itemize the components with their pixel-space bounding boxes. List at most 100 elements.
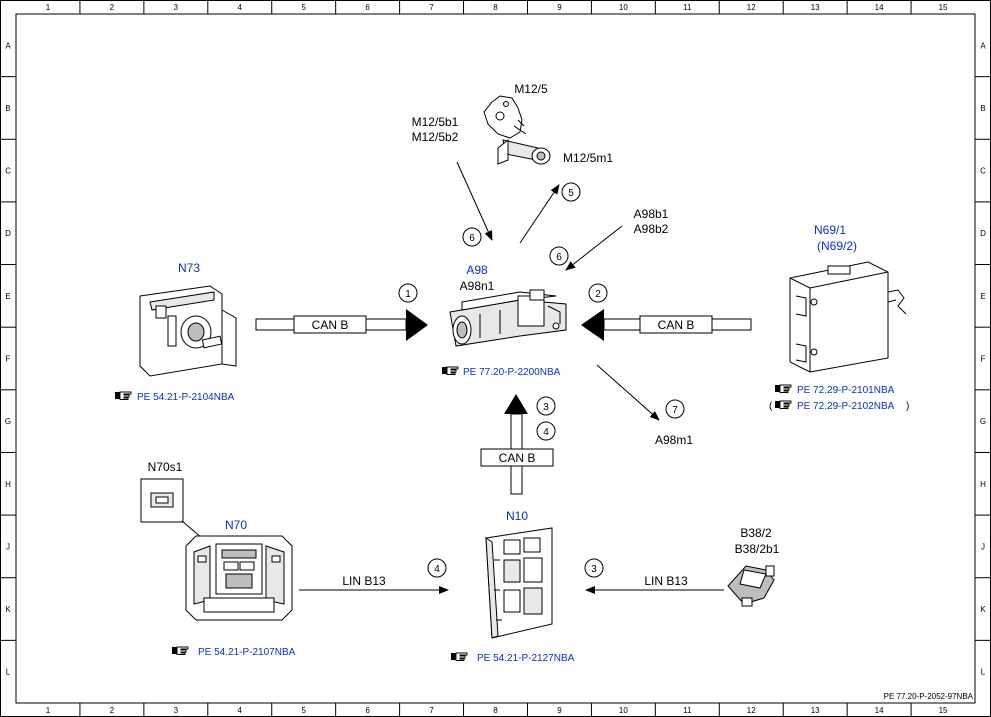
a98b2-label: A98b2: [634, 222, 669, 236]
grid-column-label-bottom: 3: [174, 706, 179, 715]
n70-reference[interactable]: PE 54.21-P-2107NBA: [198, 647, 296, 658]
step-marker-4-lin: 4: [427, 558, 447, 578]
n73-label: N73: [178, 261, 200, 275]
a98-label: A98: [466, 263, 488, 277]
n73-ignition-switch-drawing: [139, 285, 237, 377]
m12-5-label: M12/5: [514, 82, 548, 96]
grid-row-label-right: B: [980, 104, 985, 113]
grid-column-label-bottom: 14: [875, 706, 884, 715]
grid-column-label-bottom: 15: [939, 706, 948, 715]
svg-text:7: 7: [672, 405, 678, 416]
grid-column-label-top: 10: [619, 3, 628, 12]
n69-2-label: (N69/2): [817, 239, 857, 253]
document-id: PE 77.20-P-2052-97NBA: [884, 692, 974, 701]
grid-column-label-top: 4: [238, 3, 243, 12]
grid-column-label-top: 8: [493, 3, 498, 12]
grid-row-label-right: K: [980, 605, 986, 614]
n69-1-reference[interactable]: PE 72.29-P-2101NBA: [797, 385, 895, 396]
grid-row-label-right: F: [981, 355, 986, 364]
grid-column-label-bottom: 5: [301, 706, 306, 715]
grid-column-label-top: 15: [939, 3, 948, 12]
n70-overhead-panel-drawing: [185, 535, 293, 621]
grid-row-label-left: J: [6, 542, 10, 551]
svg-text:6: 6: [469, 233, 475, 244]
step-marker-6-right: 6: [549, 246, 569, 266]
grid-row-label-left: L: [6, 668, 11, 677]
n69-2-reference-close: ): [906, 401, 909, 412]
grid-column-label-top: 13: [811, 3, 820, 12]
grid-column-label-top: 6: [365, 3, 370, 12]
a98m1-label: A98m1: [655, 433, 693, 447]
n10-reference[interactable]: PE 54.21-P-2127NBA: [477, 653, 575, 664]
svg-text:4: 4: [434, 564, 440, 575]
n70s1-label: N70s1: [148, 460, 183, 474]
grid-row-label-right: C: [980, 167, 986, 176]
grid-column-label-top: 7: [429, 3, 434, 12]
a98n1-label: A98n1: [460, 279, 495, 293]
m12-5b1-label: M12/5b1: [412, 115, 459, 129]
grid-column-label-top: 12: [747, 3, 756, 12]
svg-text:1: 1: [405, 289, 411, 300]
grid-row-label-left: E: [5, 292, 10, 301]
m12-5m1-label: M12/5m1: [563, 151, 613, 165]
n10-label: N10: [506, 509, 528, 523]
can-bus-bottom-label: CAN B: [499, 451, 536, 465]
grid-column-label-top: 3: [174, 3, 179, 12]
grid-column-label-top: 11: [683, 3, 692, 12]
n73-reference[interactable]: PE 54.21-P-2104NBA: [137, 392, 235, 403]
n69-1-label: N69/1: [814, 223, 846, 237]
can-bus-left-label: CAN B: [312, 318, 349, 332]
grid-column-label-bottom: 9: [557, 706, 562, 715]
grid-row-label-left: H: [5, 480, 11, 489]
grid-row-label-right: J: [981, 542, 985, 551]
n70-label: N70: [225, 518, 247, 532]
n69-door-module-drawing: [789, 261, 907, 373]
grid-column-label-top: 14: [875, 3, 884, 12]
step-marker-6-left: 6: [462, 227, 482, 247]
step-marker-1: 1: [398, 283, 418, 303]
grid-row-label-left: B: [5, 104, 10, 113]
grid-row-label-left: C: [5, 167, 11, 176]
grid-column-label-bottom: 13: [811, 706, 820, 715]
grid-column-label-top: 1: [46, 3, 51, 12]
step-marker-4: 4: [536, 421, 556, 441]
grid-row-label-left: K: [5, 605, 11, 614]
flow-line-6-a98b: [565, 225, 623, 271]
a98-module-drawing: [449, 289, 567, 347]
b38-sensor-drawing: [727, 565, 775, 607]
grid-column-label-bottom: 7: [429, 706, 434, 715]
lin-bus-left-label: LIN B13: [342, 574, 386, 588]
grid-column-label-bottom: 6: [365, 706, 370, 715]
step-marker-2: 2: [588, 283, 608, 303]
grid-row-label-left: D: [5, 229, 11, 238]
svg-text:2: 2: [595, 289, 601, 300]
grid-row-label-right: E: [980, 292, 985, 301]
n69-2-reference-open: (: [769, 401, 773, 412]
lin-bus-right-label: LIN B13: [644, 574, 688, 588]
a98-reference[interactable]: PE 77.20-P-2200NBA: [463, 367, 561, 378]
n69-2-reference[interactable]: PE 72.29-P-2102NBA: [797, 401, 895, 412]
grid-row-label-right: D: [980, 229, 986, 238]
step-marker-3-lin: 3: [584, 558, 604, 578]
n70s1-switch-drawing: [140, 478, 184, 523]
grid-column-label-bottom: 12: [747, 706, 756, 715]
n10-sam-module-drawing: [485, 527, 553, 639]
a98b1-label: A98b1: [634, 207, 669, 221]
grid-column-label-bottom: 1: [46, 706, 51, 715]
svg-text:5: 5: [568, 188, 574, 199]
grid-row-label-right: G: [980, 417, 986, 426]
m12-5-motor-drawing: [483, 95, 551, 165]
svg-text:4: 4: [543, 427, 549, 438]
grid-row-label-right: A: [980, 41, 986, 50]
b38-2b1-label: B38/2b1: [735, 542, 780, 556]
grid-column-label-bottom: 4: [238, 706, 243, 715]
m12-5b2-label: M12/5b2: [412, 130, 459, 144]
flow-line-6-m12: [456, 161, 493, 241]
grid-row-label-right: H: [980, 480, 986, 489]
step-marker-5: 5: [561, 182, 581, 202]
grid-column-label-bottom: 10: [619, 706, 628, 715]
flow-line-5-m12: [519, 184, 560, 244]
step-marker-3: 3: [536, 396, 556, 416]
